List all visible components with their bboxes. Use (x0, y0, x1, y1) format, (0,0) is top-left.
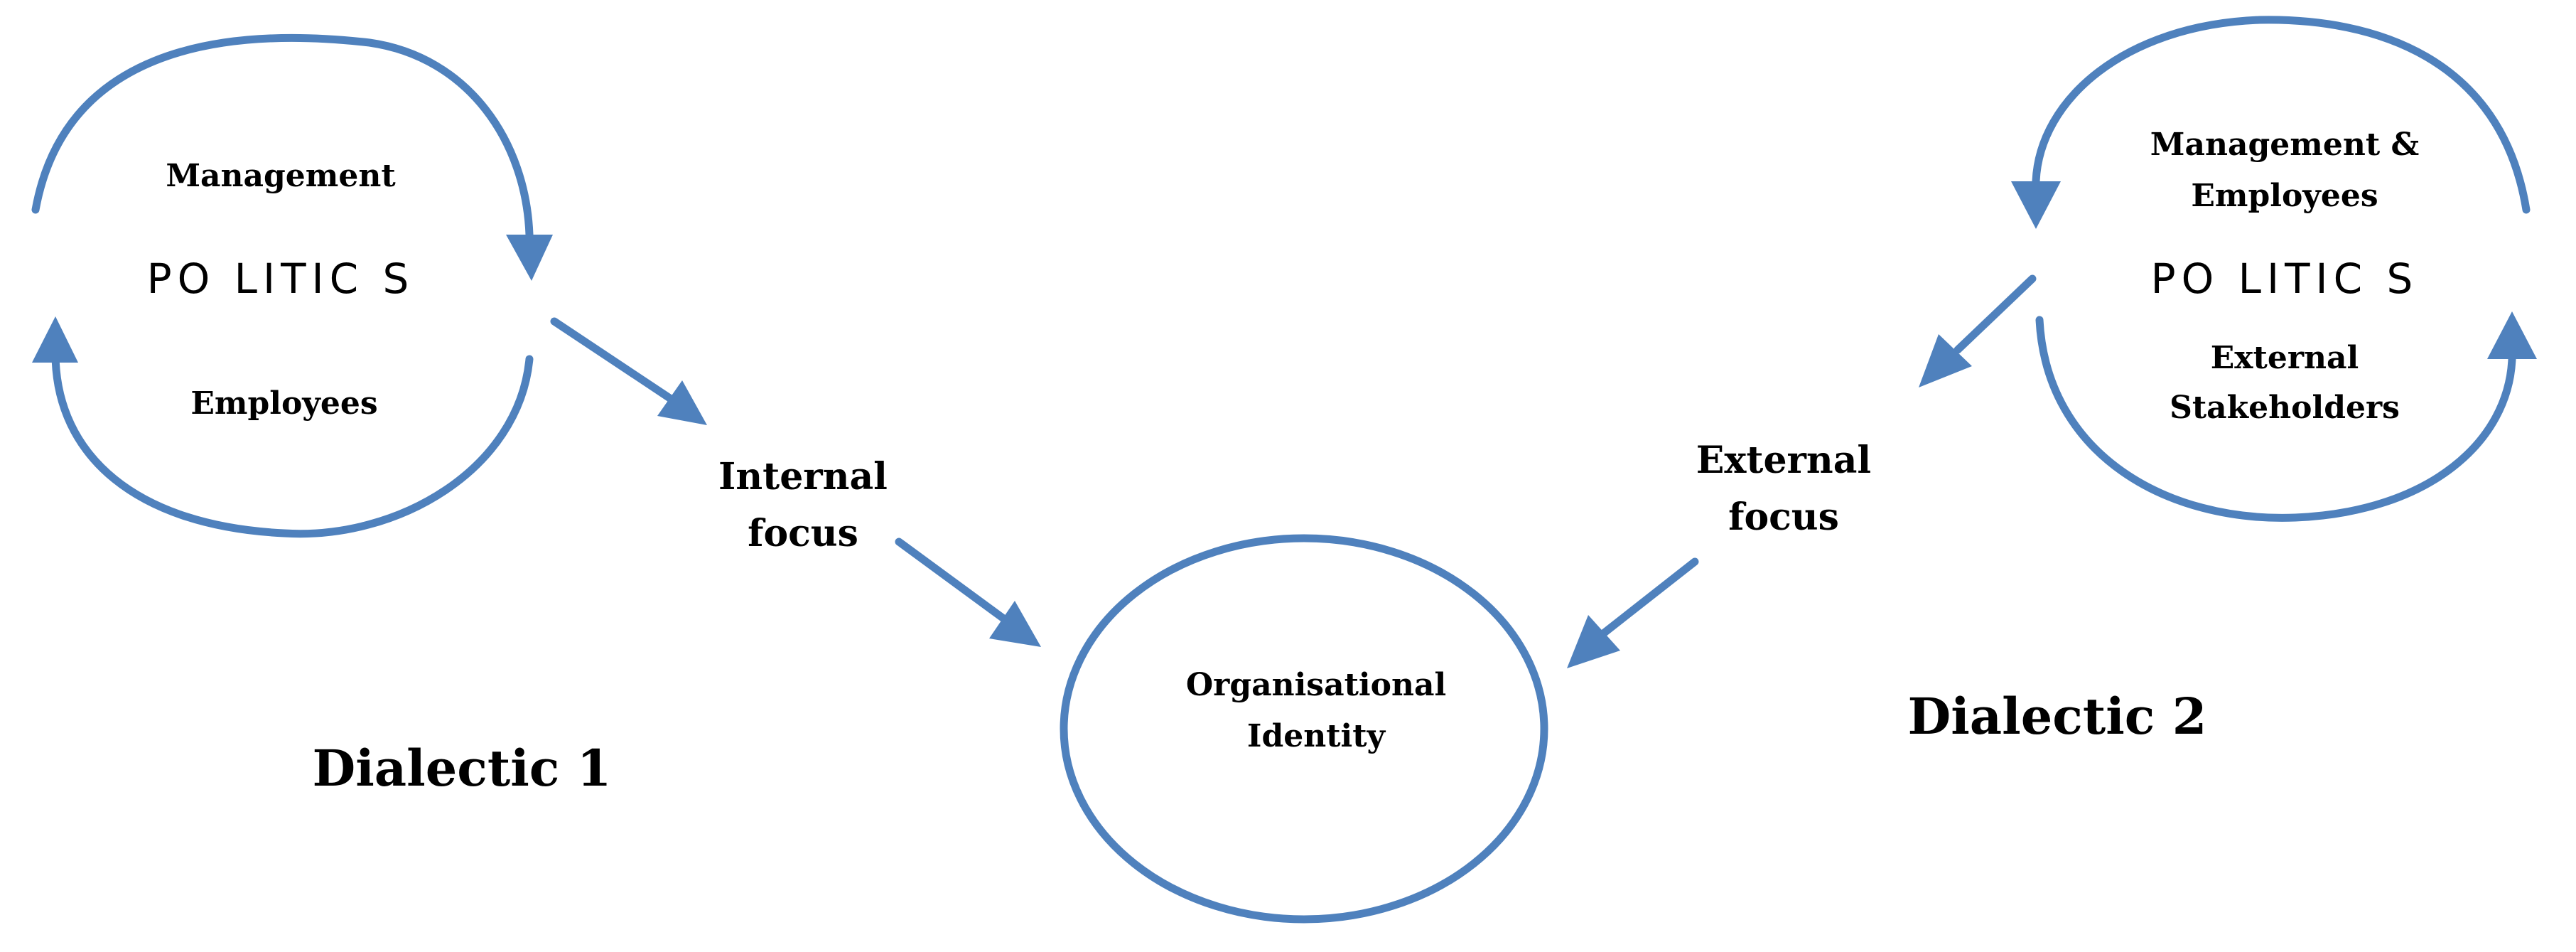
dialectic-1-cycle: Management PO LITIC S Employees (31, 33, 553, 538)
identity-label-line2: Identity (1247, 718, 1386, 754)
dialectic-1-bottom-arrowhead (32, 316, 78, 363)
arrowhead-identity-left (989, 601, 1041, 647)
external-focus-label-line2: focus (1728, 496, 1839, 539)
identity-label-line1: Organisational (1186, 667, 1446, 703)
dialectic-2-bottom-label-line2: Stakeholders (2170, 390, 2400, 426)
dialectic-2-top-label-line1: Management & (2150, 127, 2419, 163)
dialectic-1-top-arc (31, 33, 534, 239)
dialectic-1-bottom-label: Employees (190, 385, 377, 422)
dialectic-1-bottom-arc (51, 351, 534, 538)
dialectic-2-politics-label: PO LITIC S (2151, 255, 2419, 303)
identity-circle (1060, 534, 1548, 924)
dialectic-2-top-arc (2032, 16, 2531, 214)
external-focus-label-line1: External (1696, 439, 1871, 482)
arrow-external-focus-to-identity (1598, 557, 1699, 638)
dialectic-1-top-arrowhead (506, 235, 553, 281)
dialectic-2-bottom-arrowhead (2487, 311, 2537, 359)
arrowhead-internal-focus (657, 380, 707, 425)
dialectic-2-top-arrowhead (2011, 181, 2061, 229)
dialectic-2-bottom-label-line1: External (2211, 340, 2359, 376)
arrow-internal-focus-to-identity (895, 537, 1010, 624)
internal-focus-label-line1: Internal (718, 455, 888, 498)
dialectic-2-top-label-line2: Employees (2191, 178, 2378, 214)
dialectic-1-politics-label: PO LITIC S (147, 255, 415, 303)
arrowhead-external-focus (1919, 334, 1972, 387)
organisational-identity: Organisational Identity (1060, 534, 1548, 924)
internal-focus-arrows (550, 317, 1041, 647)
dialectic-1-top-label: Management (166, 158, 396, 194)
internal-focus-label-line2: focus (748, 512, 858, 555)
dialectic-2-bottom-arc (2035, 316, 2516, 522)
dialectic-2-cycle: Management & Employees PO LITIC S Extern… (2011, 16, 2537, 522)
arrow-dialectic2-to-external-focus (1953, 274, 2037, 354)
arrowhead-identity-right (1567, 615, 1620, 668)
dialectic-1-title: Dialectic 1 (312, 739, 611, 798)
external-focus-arrows (1567, 274, 2037, 668)
dialectic-2-title: Dialectic 2 (1907, 687, 2206, 746)
arrow-dialectic1-to-internal-focus (550, 317, 679, 406)
